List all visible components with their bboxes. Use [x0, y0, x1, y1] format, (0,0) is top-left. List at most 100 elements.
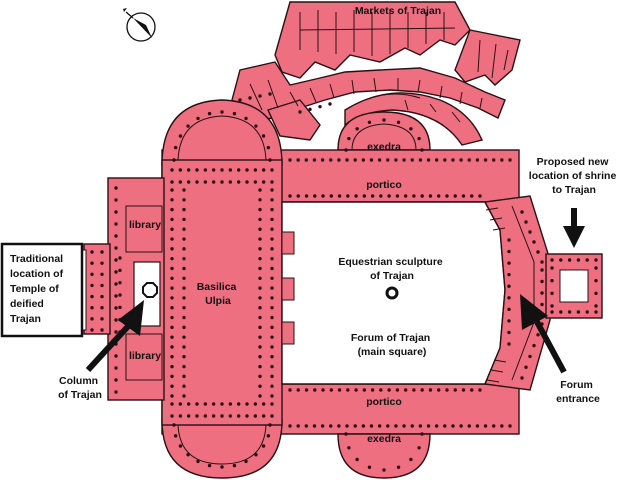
- label-equestrian-sculpture: Equestrian sculpture of Trajan: [338, 256, 445, 282]
- column-dot: [196, 116, 200, 121]
- column-dot: [337, 158, 341, 162]
- column-dot: [412, 194, 416, 198]
- column-dot: [445, 388, 449, 392]
- column-dot: [298, 110, 302, 114]
- column-dot: [508, 424, 512, 428]
- column-dot: [254, 124, 258, 128]
- exedra-top-structure: [337, 111, 431, 151]
- column-dot: [207, 463, 212, 468]
- column-dot: [211, 180, 216, 184]
- column-dot: [228, 402, 233, 406]
- column-dot: [478, 388, 482, 392]
- column-dot: [470, 388, 474, 392]
- column-dot: [178, 414, 183, 418]
- column-dot: [382, 118, 386, 122]
- column-dot: [114, 270, 118, 274]
- column-dot: [114, 330, 118, 334]
- column-dot: [248, 96, 252, 100]
- column-dot: [585, 258, 589, 262]
- column-dot: [559, 258, 563, 262]
- column-dot: [507, 319, 511, 323]
- column-marker-icon: [142, 282, 158, 298]
- column-dot: [114, 222, 118, 226]
- column-dot: [467, 158, 471, 162]
- column-dot: [594, 304, 598, 308]
- column-dot: [353, 424, 357, 428]
- column-dot: [186, 124, 190, 128]
- column-dot: [459, 424, 463, 428]
- exedra-bottom-structure: [337, 433, 431, 479]
- column-dot: [475, 424, 480, 428]
- column-dot: [258, 335, 262, 339]
- column-dot: [258, 94, 262, 98]
- column-dot: [170, 325, 174, 330]
- column-dot: [170, 247, 174, 251]
- column-dot: [594, 291, 598, 296]
- label-column-of-trajan: Column of Trajan: [58, 375, 102, 401]
- column-dot: [268, 92, 272, 96]
- column-dot: [186, 414, 191, 418]
- column-dot: [195, 180, 199, 184]
- column-dot: [478, 194, 482, 198]
- column-dot: [172, 423, 176, 427]
- column-dot: [418, 158, 423, 162]
- column-dot: [313, 194, 317, 198]
- column-dot: [182, 247, 186, 251]
- column-dot: [170, 364, 174, 369]
- column-dot: [594, 310, 598, 314]
- column-dot: [367, 120, 372, 124]
- column-dot: [270, 247, 274, 251]
- column-dot: [354, 388, 358, 392]
- column-dot: [170, 345, 174, 349]
- column-dot: [196, 459, 200, 464]
- column-dot: [236, 180, 241, 184]
- column-dot: [395, 388, 400, 392]
- column-dot: [386, 158, 390, 162]
- column-dot: [370, 194, 375, 198]
- column-dot: [203, 168, 208, 172]
- column-dot: [170, 266, 174, 271]
- column-dot: [270, 207, 274, 212]
- column-dot: [270, 364, 274, 369]
- column-dot: [396, 120, 401, 124]
- column-dot: [524, 220, 528, 224]
- sculpture-marker-icon: [385, 286, 399, 300]
- column-dot: [288, 194, 292, 198]
- column-dot: [258, 207, 262, 212]
- column-dot: [182, 286, 186, 290]
- column-dot: [443, 424, 447, 428]
- column-dot: [268, 158, 272, 162]
- column-dot: [170, 180, 174, 184]
- column-dot: [467, 424, 471, 428]
- column-dot: [532, 240, 536, 244]
- column-dot: [258, 286, 262, 290]
- column-dot: [361, 424, 366, 428]
- column-dot: [182, 325, 186, 330]
- column-dot: [114, 234, 118, 238]
- basilica-ulpia-structure: [161, 99, 283, 479]
- column-dot: [258, 384, 262, 388]
- column-dot: [186, 168, 191, 172]
- column-dot: [114, 210, 118, 214]
- column-dot: [170, 306, 174, 310]
- column-dot: [386, 424, 390, 428]
- column-dot: [253, 168, 258, 172]
- column-dot: [258, 325, 262, 330]
- column-dot: [245, 414, 249, 418]
- column-dot: [186, 180, 191, 184]
- column-dot: [228, 180, 233, 184]
- column-dot: [507, 238, 511, 242]
- column-dot: [114, 294, 118, 298]
- column-dot: [270, 276, 274, 280]
- column-dot: [550, 258, 554, 262]
- label-exedra-bottom: exedra: [367, 433, 401, 445]
- column-dot: [182, 207, 186, 212]
- column-dot: [244, 459, 248, 464]
- column-dot: [90, 306, 94, 310]
- column-dot: [337, 194, 342, 198]
- column-dot: [170, 276, 174, 280]
- column-dot: [220, 402, 224, 406]
- column-dot: [559, 310, 563, 314]
- column-dot: [182, 198, 186, 202]
- column-dot: [170, 207, 174, 212]
